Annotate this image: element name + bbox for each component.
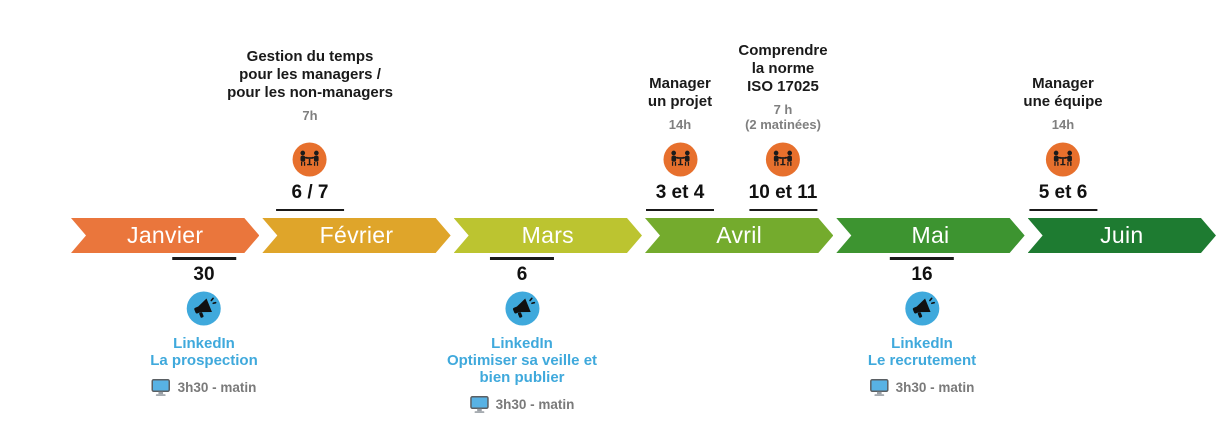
webinar-duration: 3h30 - matin: [869, 378, 975, 397]
date-tick: [646, 208, 714, 211]
webinar-title: LinkedIn Optimiser sa veille et bien pub…: [447, 335, 597, 386]
training-event-manager-un-projet: Manager un projet 14h 3 et 4: [646, 75, 714, 211]
training-duration: 14h: [1051, 116, 1075, 132]
webinar-duration: 3h30 - matin: [151, 378, 257, 397]
title-line: LinkedIn: [891, 334, 953, 352]
webinar-title: LinkedIn La prospection: [150, 335, 258, 369]
training-title: Manager une équipe: [1023, 75, 1102, 111]
month-timeline: Janvier Février Mars Avril Mai Juin: [71, 218, 1216, 253]
webinar-event-la-prospection: 30 LinkedIn La prospection 3h30 - matin: [150, 257, 258, 397]
month-label: Mai: [911, 222, 950, 248]
title-line: pour les non-managers: [227, 83, 393, 101]
webinar-date: 16: [911, 263, 933, 285]
month-label: Avril: [716, 222, 763, 248]
title-line: ISO 17025: [747, 77, 819, 95]
training-duration: 7h: [302, 107, 318, 123]
month-label: Mars: [521, 222, 574, 248]
webinar-duration: 3h30 - matin: [469, 395, 575, 414]
webinar-duration-text: 3h30 - matin: [495, 397, 575, 412]
training-title: Manager un projet: [648, 75, 712, 111]
date-tick: [1029, 208, 1097, 211]
megaphone-icon: [904, 290, 940, 326]
webinar-duration-text: 3h30 - matin: [895, 380, 975, 395]
training-duration-note: (2 matinées): [745, 116, 821, 132]
training-dates: 3 et 4: [655, 181, 705, 203]
training-title: Comprendre la norme ISO 17025: [738, 42, 827, 96]
title-line: la norme: [751, 59, 815, 77]
training-duration: 7 h: [773, 101, 793, 117]
megaphone-icon: [504, 290, 540, 326]
webinar-event-optimiser-sa-veille: 6 LinkedIn Optimiser sa veille et bien p…: [447, 257, 597, 414]
megaphone-icon: [186, 290, 222, 326]
title-line: un projet: [647, 92, 713, 110]
month-mars: Mars: [454, 218, 642, 253]
meeting-icon: [765, 141, 801, 177]
webinar-title: LinkedIn Le recrutement: [868, 335, 976, 369]
title-line: pour les managers /: [239, 65, 381, 83]
training-title: Gestion du temps pour les managers / pou…: [227, 48, 393, 102]
training-dates: 10 et 11: [748, 181, 818, 203]
title-line: Manager: [649, 74, 711, 92]
month-mai: Mai: [836, 218, 1024, 253]
meeting-icon: [662, 141, 698, 177]
webinar-date: 30: [193, 263, 215, 285]
title-line: une équipe: [1023, 92, 1103, 110]
title-line: Comprendre: [738, 41, 828, 59]
month-juin: Juin: [1028, 218, 1216, 253]
date-tick: [489, 257, 554, 260]
meeting-icon: [1045, 141, 1081, 177]
month-label: Janvier: [127, 222, 204, 248]
webinar-event-le-recrutement: 16 LinkedIn Le recrutement 3h30 - matin: [868, 257, 976, 397]
training-dates: 6 / 7: [291, 181, 329, 203]
title-line: Gestion du temps: [246, 47, 374, 65]
monitor-icon: [151, 378, 171, 397]
monitor-icon: [469, 395, 489, 414]
training-event-manager-une-equipe: Manager une équipe 14h 5 et 6: [1023, 75, 1103, 211]
month-label: Février: [319, 222, 394, 248]
webinar-date: 6: [516, 263, 528, 285]
training-event-gestion-du-temps: Gestion du temps pour les managers / pou…: [227, 48, 393, 211]
date-tick: [171, 257, 236, 260]
title-line: bien publier: [479, 368, 565, 386]
title-line: La prospection: [150, 351, 258, 369]
date-tick: [276, 208, 344, 211]
month-janvier: Janvier: [71, 218, 259, 253]
title-line: Manager: [1032, 74, 1094, 92]
date-tick: [749, 208, 817, 211]
title-line: LinkedIn: [173, 334, 235, 352]
training-event-iso-17025: Comprendre la norme ISO 17025 7 h (2 mat…: [738, 42, 828, 211]
date-tick: [890, 257, 954, 260]
title-line: Le recrutement: [867, 351, 977, 369]
training-dates: 5 et 6: [1038, 181, 1088, 203]
meeting-icon: [292, 141, 328, 177]
title-line: LinkedIn: [491, 334, 553, 352]
title-line: Optimiser sa veille et: [446, 351, 598, 369]
training-duration: 14h: [668, 116, 692, 132]
month-fevrier: Février: [262, 218, 450, 253]
month-avril: Avril: [645, 218, 833, 253]
monitor-icon: [869, 378, 889, 397]
month-label: Juin: [1100, 222, 1144, 248]
webinar-duration-text: 3h30 - matin: [177, 380, 257, 395]
